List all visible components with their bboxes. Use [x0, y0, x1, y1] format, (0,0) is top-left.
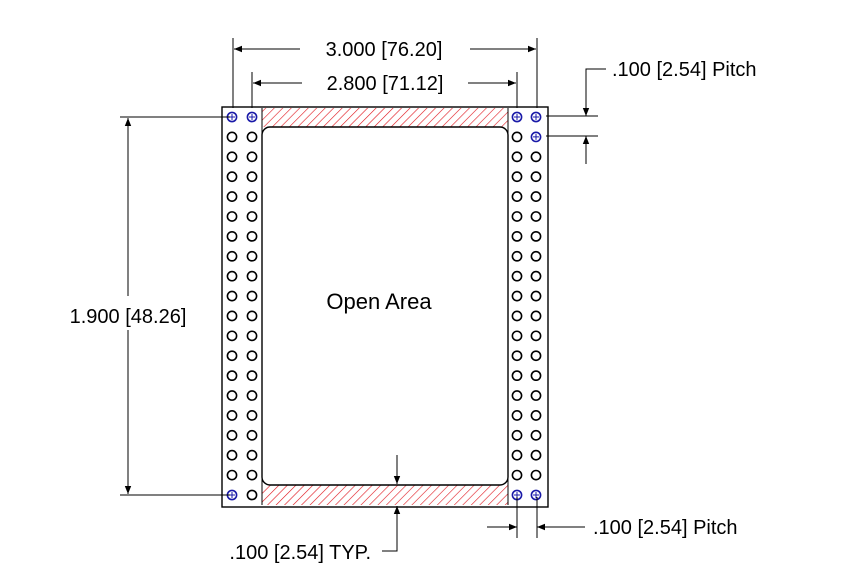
pin-hole	[511, 310, 523, 322]
pin-hole	[511, 250, 523, 262]
height-label: 1.900 [48.26]	[70, 306, 187, 328]
board	[221, 106, 549, 508]
pin-hole	[530, 211, 542, 222]
pin-hole	[226, 429, 238, 441]
pin-hole	[530, 429, 542, 441]
hatch-bottom	[262, 485, 508, 505]
typ-label: .100 [2.54] TYP.	[229, 542, 371, 564]
pin-hole	[511, 449, 523, 461]
pin-hole	[246, 350, 258, 362]
pin-hole	[246, 469, 258, 481]
pin-hole	[246, 250, 258, 262]
pin-hole	[226, 270, 238, 282]
hatch-top	[262, 108, 508, 127]
pin-hole	[246, 489, 258, 501]
dim-typ: .100 [2.54] TYP.	[229, 455, 401, 564]
pin-hole	[226, 211, 238, 222]
pin-hole	[511, 191, 523, 202]
dim-pitch-top: .100 [2.54] Pitch	[546, 59, 757, 164]
pin-hole	[226, 330, 238, 342]
pin-hole	[226, 290, 238, 302]
pin-hole	[246, 131, 258, 143]
pin-hole	[511, 171, 523, 183]
pin-grid	[226, 111, 542, 501]
pin-hole	[530, 410, 542, 421]
pin-hole	[530, 290, 542, 302]
pin-hole	[530, 330, 542, 342]
inner-width-label: 2.800 [71.12]	[327, 73, 444, 95]
pin-hole	[511, 290, 523, 302]
dim-overall-width: 3.000 [76.20]	[232, 38, 538, 108]
pin-hole	[530, 230, 542, 242]
pin-hole	[226, 310, 238, 322]
pin-hole	[530, 350, 542, 362]
pin-hole	[226, 191, 238, 202]
pin-hole	[511, 429, 523, 441]
overall-width-label: 3.000 [76.20]	[326, 39, 443, 61]
pin-hole	[246, 211, 258, 222]
pin-hole	[246, 370, 258, 382]
pin-hole	[530, 390, 542, 401]
pin-hole	[530, 191, 542, 202]
pin-hole	[246, 410, 258, 421]
dim-inner-width: 2.800 [71.12]	[251, 72, 518, 108]
pin-hole	[226, 370, 238, 382]
pin-hole	[226, 390, 238, 401]
pin-hole	[226, 171, 238, 183]
pin-hole	[246, 230, 258, 242]
pin-hole	[511, 131, 523, 143]
pin-hole	[226, 449, 238, 461]
pin-center-mark	[249, 114, 255, 120]
pin-center-mark	[533, 114, 539, 120]
pitch-bottom-label: .100 [2.54] Pitch	[593, 517, 738, 539]
pin-hole	[246, 449, 258, 461]
pin-hole	[511, 410, 523, 421]
pin-hole	[530, 171, 542, 183]
pin-hole	[246, 171, 258, 183]
pin-hole	[511, 330, 523, 342]
pin-hole	[511, 390, 523, 401]
pin-hole	[226, 469, 238, 481]
pin-center-mark	[533, 492, 539, 498]
pin-hole	[530, 270, 542, 282]
pitch-top-label: .100 [2.54] Pitch	[612, 59, 757, 81]
dim-pitch-bottom: .100 [2.54] Pitch	[487, 497, 738, 539]
pin-hole	[226, 131, 238, 143]
pin-hole	[530, 370, 542, 382]
pin-hole	[511, 469, 523, 481]
pin-hole	[246, 310, 258, 322]
pin-hole	[530, 449, 542, 461]
pin-hole	[226, 350, 238, 362]
pin-hole	[226, 151, 238, 163]
pin-hole	[226, 230, 238, 242]
pin-hole	[246, 290, 258, 302]
pin-hole	[246, 429, 258, 441]
pin-hole	[226, 410, 238, 421]
pin-hole	[226, 250, 238, 262]
pin-hole	[246, 151, 258, 163]
pin-hole	[511, 211, 523, 222]
pin-hole	[246, 191, 258, 202]
open-area-label: Open Area	[326, 289, 432, 314]
pin-hole	[246, 390, 258, 401]
pin-hole	[511, 350, 523, 362]
pin-center-mark	[514, 114, 520, 120]
pin-center-mark	[533, 133, 539, 140]
pin-hole	[511, 370, 523, 382]
pin-hole	[530, 250, 542, 262]
pin-hole	[246, 330, 258, 342]
pin-hole	[246, 270, 258, 282]
pin-hole	[511, 270, 523, 282]
pin-hole	[530, 469, 542, 481]
pin-hole	[511, 230, 523, 242]
dim-height: 1.900 [48.26]	[70, 116, 230, 496]
pin-hole	[530, 310, 542, 322]
pin-hole	[511, 151, 523, 163]
pin-hole	[530, 151, 542, 163]
